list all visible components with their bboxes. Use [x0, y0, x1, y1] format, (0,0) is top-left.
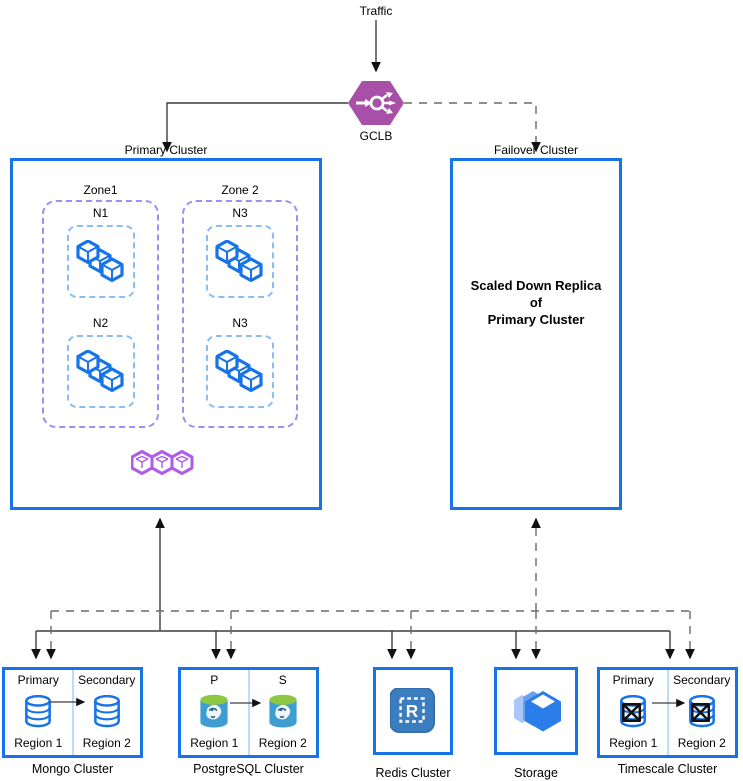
- half-divider: [666, 670, 669, 755]
- postgresql-region1-label: Region 1: [190, 736, 239, 750]
- redis-icon: [390, 688, 436, 734]
- postgresql-primary-half: P Region 1: [181, 670, 248, 755]
- storage-caption: Storage: [514, 766, 558, 780]
- database-icon: [93, 695, 120, 728]
- timescale-primary-half: Primary Region 1: [600, 670, 667, 755]
- postgresql-region2-label: Region 2: [258, 736, 307, 750]
- zone1-label: Zone1: [83, 183, 118, 197]
- gclb-label: GCLB: [359, 129, 393, 143]
- postgresql-icon: [199, 694, 229, 729]
- workload-cubes-icon: [76, 240, 126, 284]
- database-icon: [25, 695, 52, 728]
- mongo-region2-label: Region 2: [82, 736, 131, 750]
- timescale-database-icon: [618, 695, 648, 728]
- traffic-label: Traffic: [359, 4, 393, 18]
- mongo-primary-role-label: Primary: [17, 673, 59, 687]
- timescale-region1-label: Region 1: [609, 736, 658, 750]
- node-n1-box: [66, 225, 135, 298]
- storage-box: [494, 667, 578, 755]
- node-n2-label: N2: [92, 316, 109, 330]
- postgresql-icon: [268, 694, 298, 729]
- mongo-cluster-box: Primary Region 1 Secondary Region 2: [2, 667, 143, 758]
- half-divider: [247, 670, 250, 755]
- failover-cluster-label: Failover Cluster: [493, 143, 579, 157]
- mongo-secondary-half: Secondary Region 2: [74, 670, 141, 755]
- workload-cubes-icon: [215, 350, 265, 394]
- postgresql-cluster-caption: PostgreSQL Cluster: [193, 762, 304, 776]
- postgresql-secondary-half: S Region 2: [250, 670, 317, 755]
- failover-description: Scaled Down Replica of Primary Cluster: [470, 278, 602, 327]
- storage-icon: [514, 691, 561, 732]
- zone1-box: Zone1 N1 N2: [42, 183, 159, 428]
- primary-cluster-label: Primary Cluster: [124, 143, 208, 157]
- failover-cluster-box: Scaled Down Replica of Primary Cluster: [450, 158, 622, 510]
- half-divider: [71, 670, 74, 755]
- timescale-primary-role-label: Primary: [612, 673, 654, 687]
- node-n3b-box: [206, 335, 274, 408]
- postgresql-cluster-box: P Region 1 S Region 2: [178, 667, 319, 758]
- timescale-secondary-half: Secondary Region 2: [669, 670, 736, 755]
- timescale-cluster-caption: Timescale Cluster: [617, 762, 718, 776]
- node-n3b-label: N3: [232, 316, 248, 330]
- timescale-region2-label: Region 2: [677, 736, 726, 750]
- timescale-secondary-role-label: Secondary: [673, 673, 731, 687]
- timescale-database-icon: [687, 695, 717, 728]
- zone2-box: Zone 2 N3 N3: [182, 183, 298, 428]
- workload-cubes-icon: [215, 240, 265, 284]
- primary-cluster-box: Zone1 N1 N2 Zone 2 N3 N3: [10, 158, 322, 510]
- postgresql-secondary-role-label: S: [278, 673, 287, 687]
- mongo-secondary-role-label: Secondary: [78, 673, 136, 687]
- workload-cubes-icon: [76, 350, 126, 394]
- node-n3a-label: N3: [232, 206, 248, 220]
- node-n3a-box: [206, 225, 274, 298]
- redis-cluster-box: [373, 667, 453, 755]
- node-n2-box: [66, 335, 135, 408]
- mongo-primary-half: Primary Region 1: [5, 670, 72, 755]
- mongo-region1-label: Region 1: [14, 736, 63, 750]
- redis-cluster-caption: Redis Cluster: [375, 766, 451, 780]
- postgresql-primary-role-label: P: [210, 673, 219, 687]
- kubernetes-pods-icon: [131, 449, 195, 477]
- node-n1-label: N1: [92, 206, 109, 220]
- timescale-cluster-box: Primary Region 1 Secondary Region 2: [597, 667, 738, 758]
- zone2-label: Zone 2: [221, 183, 259, 197]
- mongo-cluster-caption: Mongo Cluster: [31, 762, 114, 776]
